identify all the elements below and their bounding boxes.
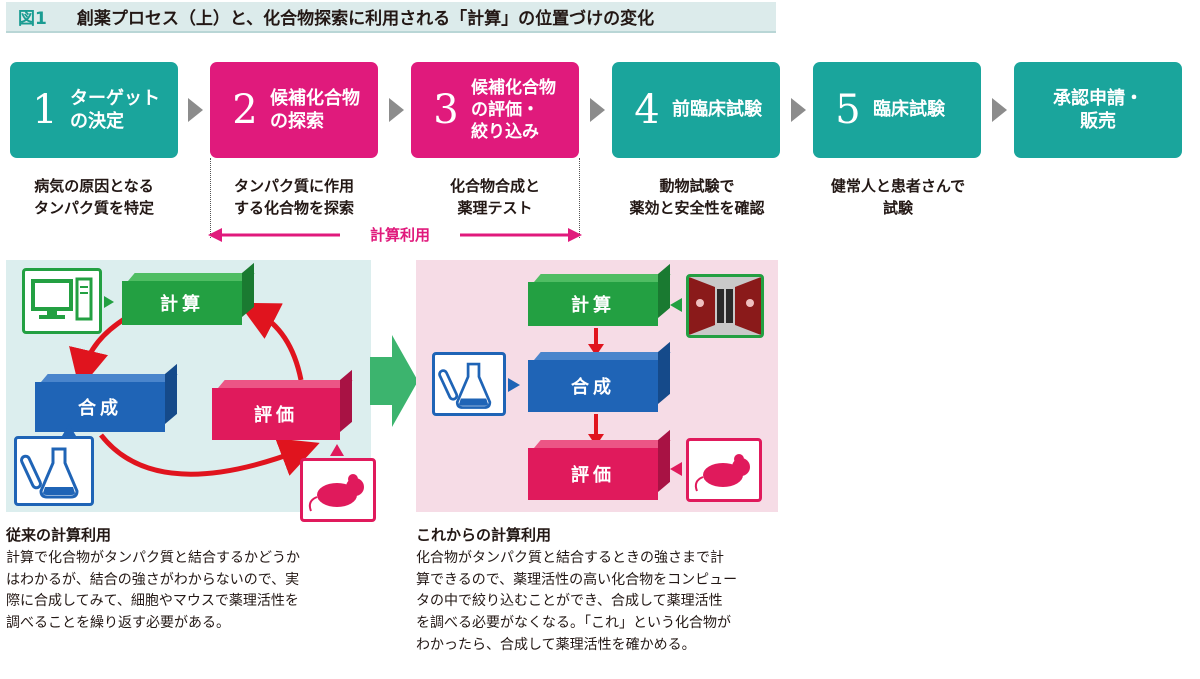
pointer-triangle-icon [670, 298, 682, 312]
stage-4-description: 動物試験で 薬効と安全性を確認 [629, 177, 765, 217]
stage-1-description: 病気の原因となる タンパク質を特定 [33, 177, 154, 217]
calc-box-label: 計算 [528, 282, 658, 326]
figure-number: 図1 [18, 9, 47, 29]
chevron-right-icon [791, 98, 806, 122]
chevron-right-icon [389, 98, 404, 122]
synth-box-label: 合成 [35, 382, 165, 432]
stage-label: 承認申請・ 販売 [1053, 87, 1143, 132]
synth-box-label: 合成 [528, 360, 658, 412]
stage-6-box: 承認申請・ 販売 [1014, 62, 1182, 158]
divider [579, 158, 580, 238]
pointer-triangle-icon [62, 424, 76, 436]
stage-2-box: 2 候補化合物 の探索 [210, 62, 378, 158]
chevron-right-icon [590, 98, 605, 122]
pointer-triangle-icon [104, 296, 114, 308]
calc-usage-label: 計算利用 [340, 224, 460, 245]
stage-label: 前臨床試験 [672, 99, 762, 121]
stage-number: 3 [433, 87, 459, 133]
pointer-triangle-icon [330, 444, 344, 456]
calc-box: 計算 [122, 262, 255, 325]
conventional-body: 計算で化合物がタンパク質と結合するかどうか はわかるが、結合の強さがわからないの… [6, 550, 300, 632]
mouse-icon [686, 438, 762, 502]
eval-box-label: 評価 [212, 388, 340, 440]
conventional-title: 従来の計算利用 [6, 526, 112, 544]
stage-4-box: 4 前臨床試験 [612, 62, 780, 158]
future-body: 化合物がタンパク質と結合するときの強さまで計 算できるので、薬理活性の高い化合物… [416, 550, 738, 653]
stage-3-box: 3 候補化合物 の評価・ 絞り込み [411, 62, 579, 158]
cycle-arrows [69, 302, 320, 477]
synth-box: 合成 [528, 341, 671, 412]
computer-icon [22, 268, 102, 334]
supercomputer-photo [686, 274, 764, 338]
eval-box-label: 評価 [528, 448, 658, 500]
chevron-right-icon [992, 98, 1007, 122]
synth-box: 合成 [35, 363, 178, 432]
stage-label: ターゲット の決定 [70, 87, 160, 132]
eval-box: 評価 [528, 429, 671, 500]
down-arrow-icon [588, 328, 604, 356]
stage-number: 2 [232, 87, 258, 133]
stage-label: 候補化合物 の評価・ 絞り込み [471, 77, 556, 143]
chevron-right-icon [188, 98, 203, 122]
stage-number: 4 [634, 87, 660, 133]
pointer-triangle-icon [508, 378, 520, 392]
stage-2-description: タンパク質に作用 する化合物を探索 [233, 177, 354, 217]
mouse-icon [300, 458, 376, 522]
stage-label: 候補化合物 の探索 [270, 87, 360, 132]
pointer-triangle-icon [670, 462, 682, 476]
stage-1-box: 1 ターゲット の決定 [10, 62, 178, 158]
stage-number: 5 [835, 87, 861, 133]
stage-number: 1 [32, 87, 58, 133]
stage-label: 臨床試験 [873, 99, 945, 121]
figure-title: 創薬プロセス（上）と、化合物探索に利用される「計算」の位置づけの変化 [76, 9, 655, 29]
eval-box: 評価 [212, 369, 353, 440]
future-title: これからの計算利用 [416, 526, 552, 544]
calc-box: 計算 [528, 263, 671, 326]
stage-5-box: 5 臨床試験 [813, 62, 981, 158]
calc-box-label: 計算 [122, 281, 242, 325]
transition-arrow-icon [370, 335, 418, 427]
flask-icon [14, 436, 94, 506]
stage-5-description: 健常人と患者さんで 試験 [830, 177, 966, 217]
divider [210, 158, 211, 238]
figure-title-bar: 図1 創薬プロセス（上）と、化合物探索に利用される「計算」の位置づけの変化 [6, 2, 776, 33]
flask-icon [432, 352, 506, 416]
stage-3-description: 化合物合成と 薬理テスト [449, 177, 540, 217]
